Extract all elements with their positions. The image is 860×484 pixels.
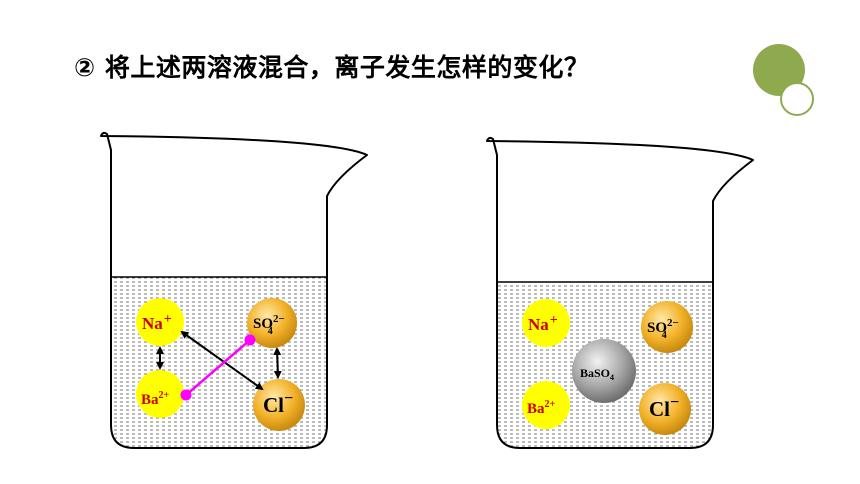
right-ba-label: Ba2+ [527,399,556,417]
left-ba-ion [136,370,184,418]
right-na-ion [522,299,570,347]
left-bond-dot-ba [180,389,192,401]
right-na-label: Na+ [528,313,558,334]
left-bond-dot-so4 [244,334,256,346]
right-so4-ion [641,301,693,353]
right-ba-ion [522,381,570,429]
left-so4-label: SO2−4 [253,313,285,337]
right-baso4-label: BaSO4 [580,366,614,382]
left-arrow-na-cl [180,330,264,391]
left-ba-so4-bond [185,339,251,396]
right-cl-ion [639,383,691,435]
right-cl-label: Cl− [649,394,679,421]
left-ba-label: Ba2+ [141,390,170,408]
decor-badge [753,44,814,116]
right-beaker-outline [486,136,754,449]
right-so4-label: SO2−4 [647,317,679,341]
page-title: ② 将上述两溶液混合，离子发生怎样的变化？ [74,53,590,82]
left-beaker-outline [100,131,368,449]
left-arrow-so4-cl [273,347,282,379]
decor-ring-circle [780,82,814,116]
left-cl-ion [253,379,305,431]
right-baso4-precipitate [572,339,636,403]
left-cl-label: Cl− [263,390,293,417]
left-na-label: Na+ [142,312,172,333]
left-beaker: Na+ Ba2+ SO2−4 Cl− [100,131,368,449]
left-na-ion [136,298,184,346]
right-beaker: Na+ Ba2+ SO2−4 Cl− BaSO4 [486,136,754,449]
